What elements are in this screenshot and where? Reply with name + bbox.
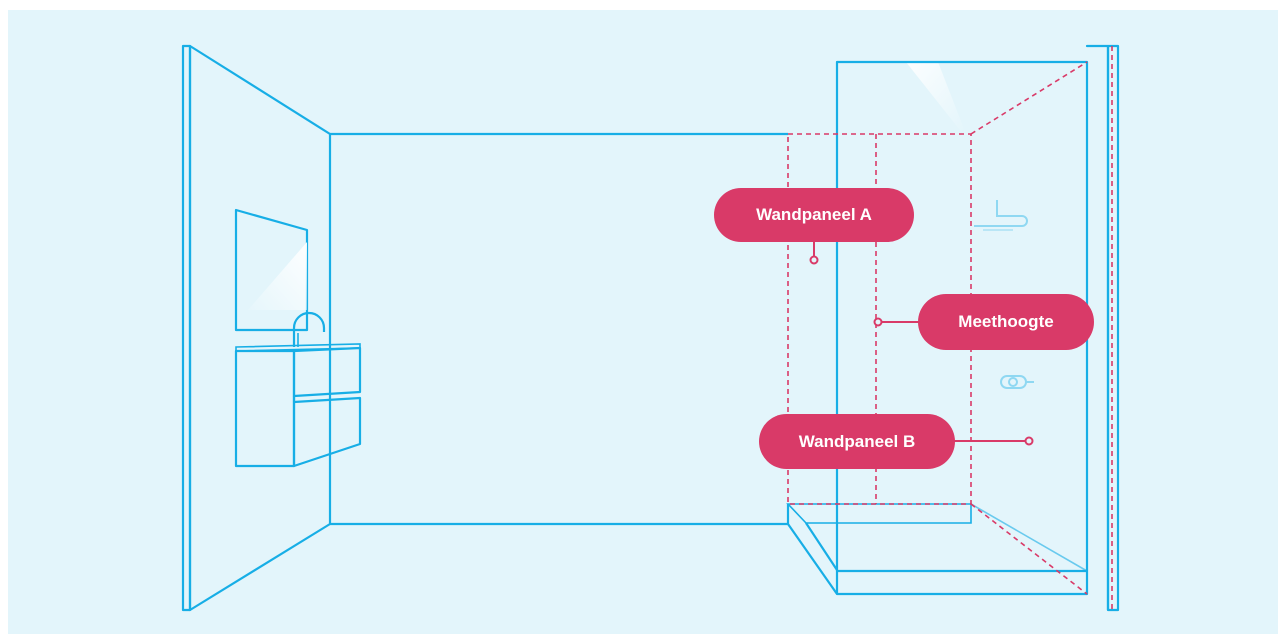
label-connectors <box>809 240 1034 446</box>
label-wandpaneel-a: Wandpaneel A <box>714 188 914 242</box>
shower-glass-reflection <box>906 62 966 134</box>
label-meethoogte: Meethoogte <box>918 294 1094 350</box>
shower-tray <box>786 503 1088 595</box>
diagram-panel: Wandpaneel A Meethoogte Wandpaneel B <box>8 10 1278 634</box>
bathroom-diagram <box>181 44 1120 612</box>
sink-cabinet <box>234 343 362 468</box>
mirror <box>234 208 309 332</box>
label-wandpaneel-b: Wandpaneel B <box>759 414 955 469</box>
sink-faucet-icon <box>292 311 326 347</box>
side-wall-outline <box>970 46 1113 610</box>
back-wall <box>330 132 788 526</box>
shower-head-icon <box>974 200 1028 231</box>
shower-mixer-icon <box>1000 375 1034 389</box>
